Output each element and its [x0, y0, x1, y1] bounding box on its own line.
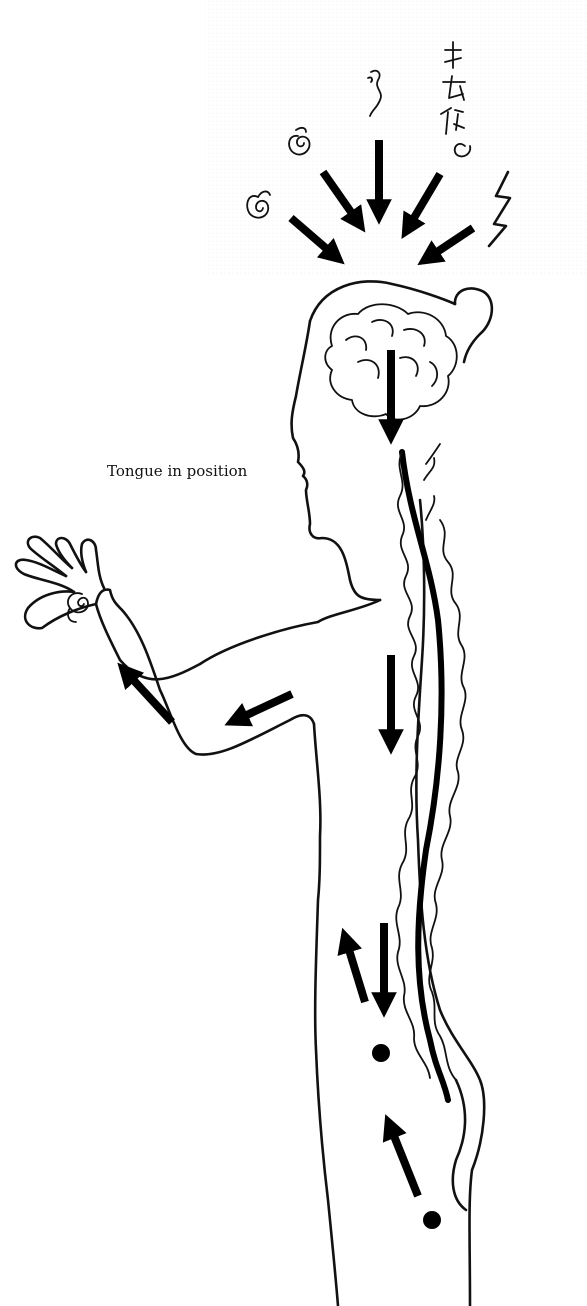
navel-point: [372, 1044, 390, 1062]
perineum-point: [423, 1211, 441, 1229]
tongue-label: Tongue in position: [107, 462, 247, 480]
body-outline: [16, 281, 492, 1306]
spinal-cord: [402, 452, 448, 1100]
dotted-background: [205, 0, 587, 276]
